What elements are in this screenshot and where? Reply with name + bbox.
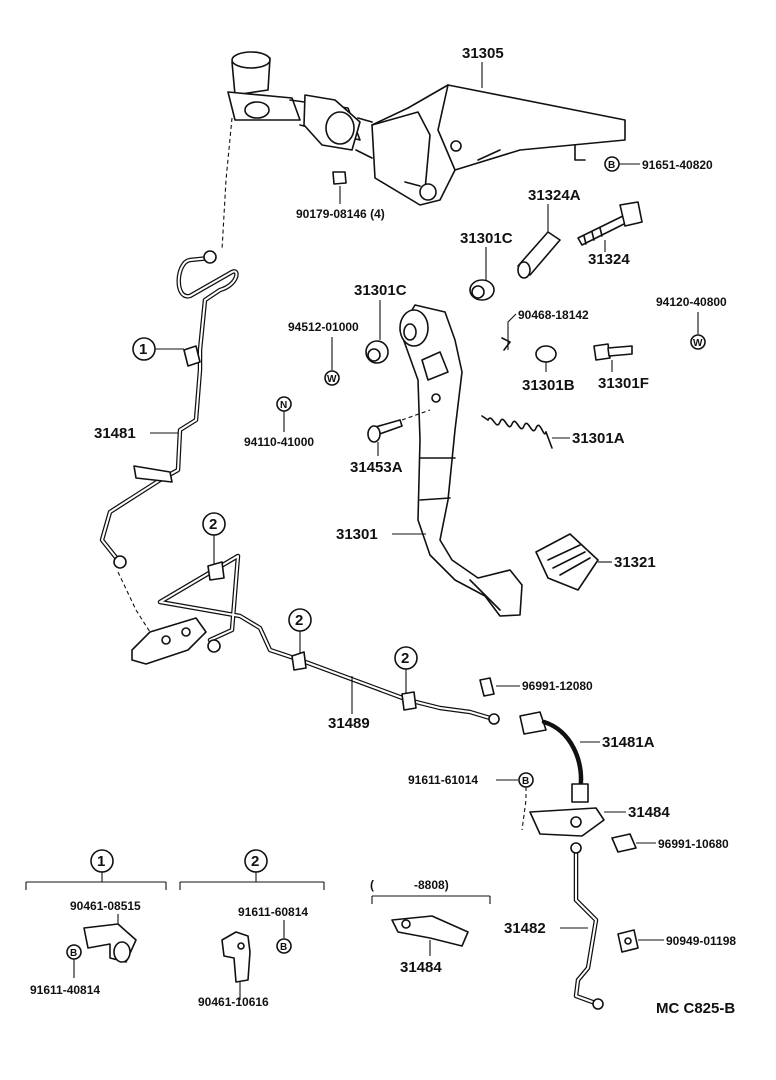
label-31301a: 31301A	[572, 430, 625, 447]
label-31481a: 31481A	[602, 734, 655, 751]
label-31301c-lower: 31301C	[354, 282, 407, 299]
bushing-31301c-lower	[365, 340, 389, 364]
pedal-pad-31321	[535, 533, 599, 591]
label-31324: 31324	[588, 251, 630, 268]
symbol-b-4: B	[280, 942, 287, 953]
label-31301: 31301	[336, 526, 378, 543]
label-31301b: 31301B	[522, 377, 575, 394]
clamp-90461-08515	[83, 923, 137, 963]
label-31489: 31489	[328, 715, 370, 732]
label-31301c-upper: 31301C	[460, 230, 513, 247]
callout-2-text-a: 2	[209, 516, 217, 533]
bolt-31301f	[593, 343, 633, 361]
bolt-90179-08146	[332, 117, 421, 187]
symbol-b-2: B	[522, 776, 529, 787]
label-90461-08515: 90461-08515	[70, 899, 141, 913]
label-91611-60814: 91611-60814	[238, 905, 308, 919]
label-91611-40814: 91611-40814	[30, 983, 100, 997]
label-96991-10680: 96991-10680	[658, 837, 729, 851]
clip-90468-18142	[501, 337, 511, 351]
label-8808: -8808)	[414, 878, 449, 892]
pedal-bracket-31305	[371, 84, 626, 206]
clutch-pedal-31301	[399, 304, 523, 617]
callout-2-text-c: 2	[401, 650, 409, 667]
union-block	[131, 617, 221, 665]
label-31453a: 31453A	[350, 459, 403, 476]
label-31484-detail: 31484	[400, 959, 442, 976]
clip-96991-10680	[611, 833, 637, 853]
clamp-90949-01198	[617, 929, 639, 953]
callout-2-text-b: 2	[295, 612, 303, 629]
label-96991-12080: 96991-12080	[522, 679, 593, 693]
pin-31453a	[367, 419, 403, 443]
label-31321: 31321	[614, 554, 656, 571]
label-90468-18142: 90468-18142	[518, 308, 589, 322]
symbol-w: W	[693, 338, 703, 349]
callout-2-text-detail: 2	[251, 853, 259, 870]
bracket-31484-detail	[391, 915, 469, 947]
bolt-31324	[577, 201, 643, 246]
label-31481: 31481	[94, 425, 136, 442]
clamp-90461-10616	[221, 931, 251, 983]
nut-symbol-w-icon	[690, 334, 706, 350]
pin-31324a	[517, 231, 561, 279]
symbol-b-3: B	[70, 948, 77, 959]
bolt-symbol-b-icon-4	[276, 938, 292, 954]
label-90461-10616: 90461-10616	[198, 995, 269, 1009]
washer-symbol-w-icon	[324, 370, 340, 386]
label-31484-upper: 31484	[628, 804, 670, 821]
label-90179-08146: 90179-08146 (4)	[296, 207, 385, 221]
label-91611-61014: 91611-61014	[408, 773, 478, 787]
symbol-w-2: W	[327, 374, 337, 385]
label-91651-40820: 91651-40820	[642, 158, 713, 172]
label-94512-01000: 94512-01000	[288, 320, 359, 334]
label-90949-01198: 90949-01198	[666, 934, 736, 948]
master-cylinder-reservoir	[227, 51, 361, 141]
hidden-line-middle	[117, 571, 151, 633]
tube-31489	[157, 553, 500, 725]
bracket-31484	[529, 807, 605, 837]
pushrod-clevis	[303, 94, 361, 151]
hose-31481a	[519, 711, 589, 803]
tube-31481	[99, 250, 239, 569]
label-31482: 31482	[504, 920, 546, 937]
label-31324a: 31324A	[528, 187, 581, 204]
label-31305: 31305	[462, 45, 504, 62]
spring-31301a	[481, 415, 553, 449]
cushion-31301b	[535, 345, 557, 363]
label-31301f: 31301F	[598, 375, 649, 392]
label-8808-open: (	[370, 878, 374, 892]
clip-96991-12080	[479, 677, 495, 697]
label-94110-41000: 94110-41000	[244, 435, 314, 449]
label-94120-40800: 94120-40800	[656, 295, 727, 309]
diagram-code: MC C825-B	[656, 1000, 735, 1017]
tube-31482	[570, 842, 604, 1010]
symbol-n: N	[280, 400, 287, 411]
hidden-line-upper	[221, 117, 233, 251]
symbol-b: B	[608, 160, 615, 171]
callout-1-text-detail: 1	[97, 853, 105, 870]
bushing-31301c-upper	[469, 279, 495, 301]
callout-1-text-upper: 1	[139, 341, 147, 358]
